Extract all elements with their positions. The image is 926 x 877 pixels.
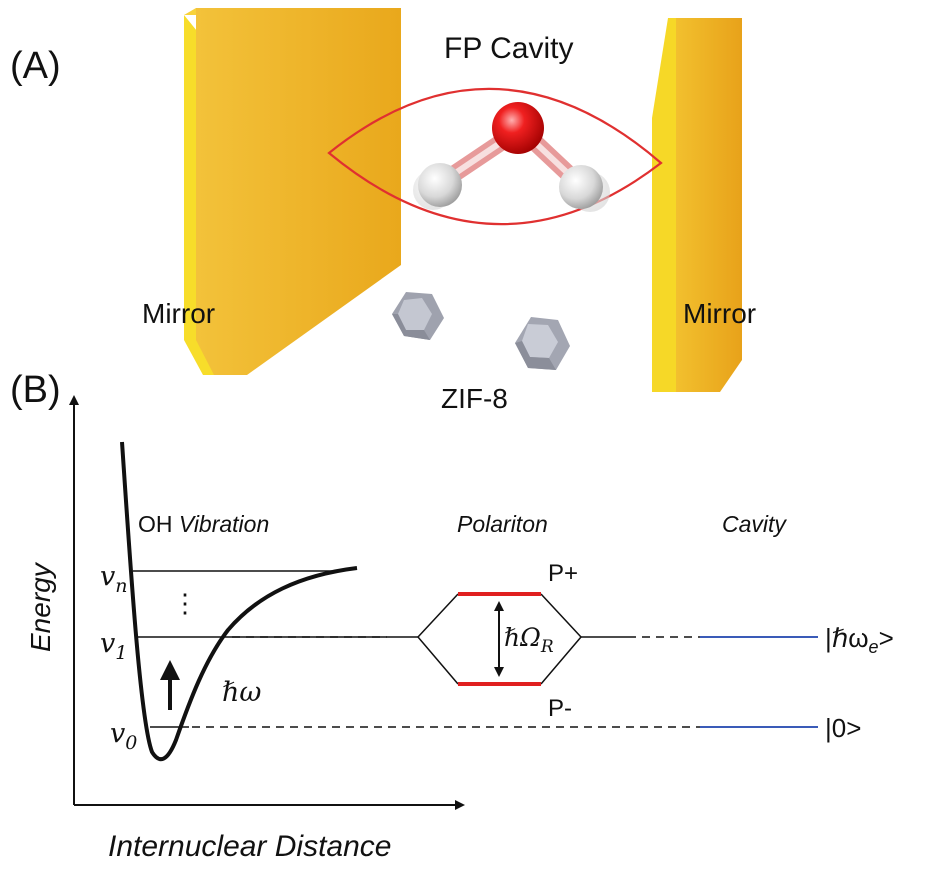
mirror-label-right: Mirror <box>683 298 756 329</box>
vertical-ellipsis: ⋮ <box>172 588 198 618</box>
left-mirror-face <box>196 8 401 375</box>
cavity-mode-outline <box>327 87 663 226</box>
fp-cavity-title: FP Cavity <box>444 32 573 65</box>
panel-b-label: (B) <box>10 369 61 411</box>
oxygen-atom <box>492 102 544 154</box>
water-molecule <box>413 102 610 212</box>
hbar-omega-label: ℏω <box>222 677 261 708</box>
cavity-excited-state-label: |ℏωe> <box>825 623 894 657</box>
level-vn-label: vn <box>100 561 128 597</box>
oh-vibration-heading: OH Vibration <box>138 511 269 537</box>
zif8-crystal-left <box>392 292 444 340</box>
y-axis-label: Energy <box>25 561 56 652</box>
x-axis-label: Internuclear Distance <box>108 830 391 863</box>
right-mirror-face <box>676 18 742 392</box>
panel-a: (A) FP Cavity <box>10 8 756 414</box>
panel-b: (B) Energy Internuclear Distance vn v1 v… <box>10 369 894 863</box>
cavity-ground-state-label: |0> <box>825 713 861 743</box>
hydrogen-atom-right <box>559 165 603 209</box>
mirror-label-left: Mirror <box>142 298 215 329</box>
right-mirror-side <box>652 18 676 392</box>
upper-polariton-label: P+ <box>548 560 578 587</box>
level-v0-label: v0 <box>110 718 137 754</box>
morse-potential-curve <box>120 441 358 762</box>
level-v1-label: v1 <box>100 628 127 664</box>
hydrogen-atom-left <box>418 163 462 207</box>
panel-a-label: (A) <box>10 45 61 87</box>
polariton-heading: Polariton <box>457 511 548 537</box>
right-mirror <box>652 18 742 392</box>
rabi-splitting-label: ℏΩR <box>504 623 554 657</box>
lower-polariton-label: P- <box>548 695 572 722</box>
left-mirror <box>184 8 401 375</box>
zif8-crystal-right <box>515 317 570 370</box>
polariton-left-connector <box>416 593 459 685</box>
zif8-label: ZIF-8 <box>441 383 508 414</box>
cavity-heading: Cavity <box>722 511 787 537</box>
